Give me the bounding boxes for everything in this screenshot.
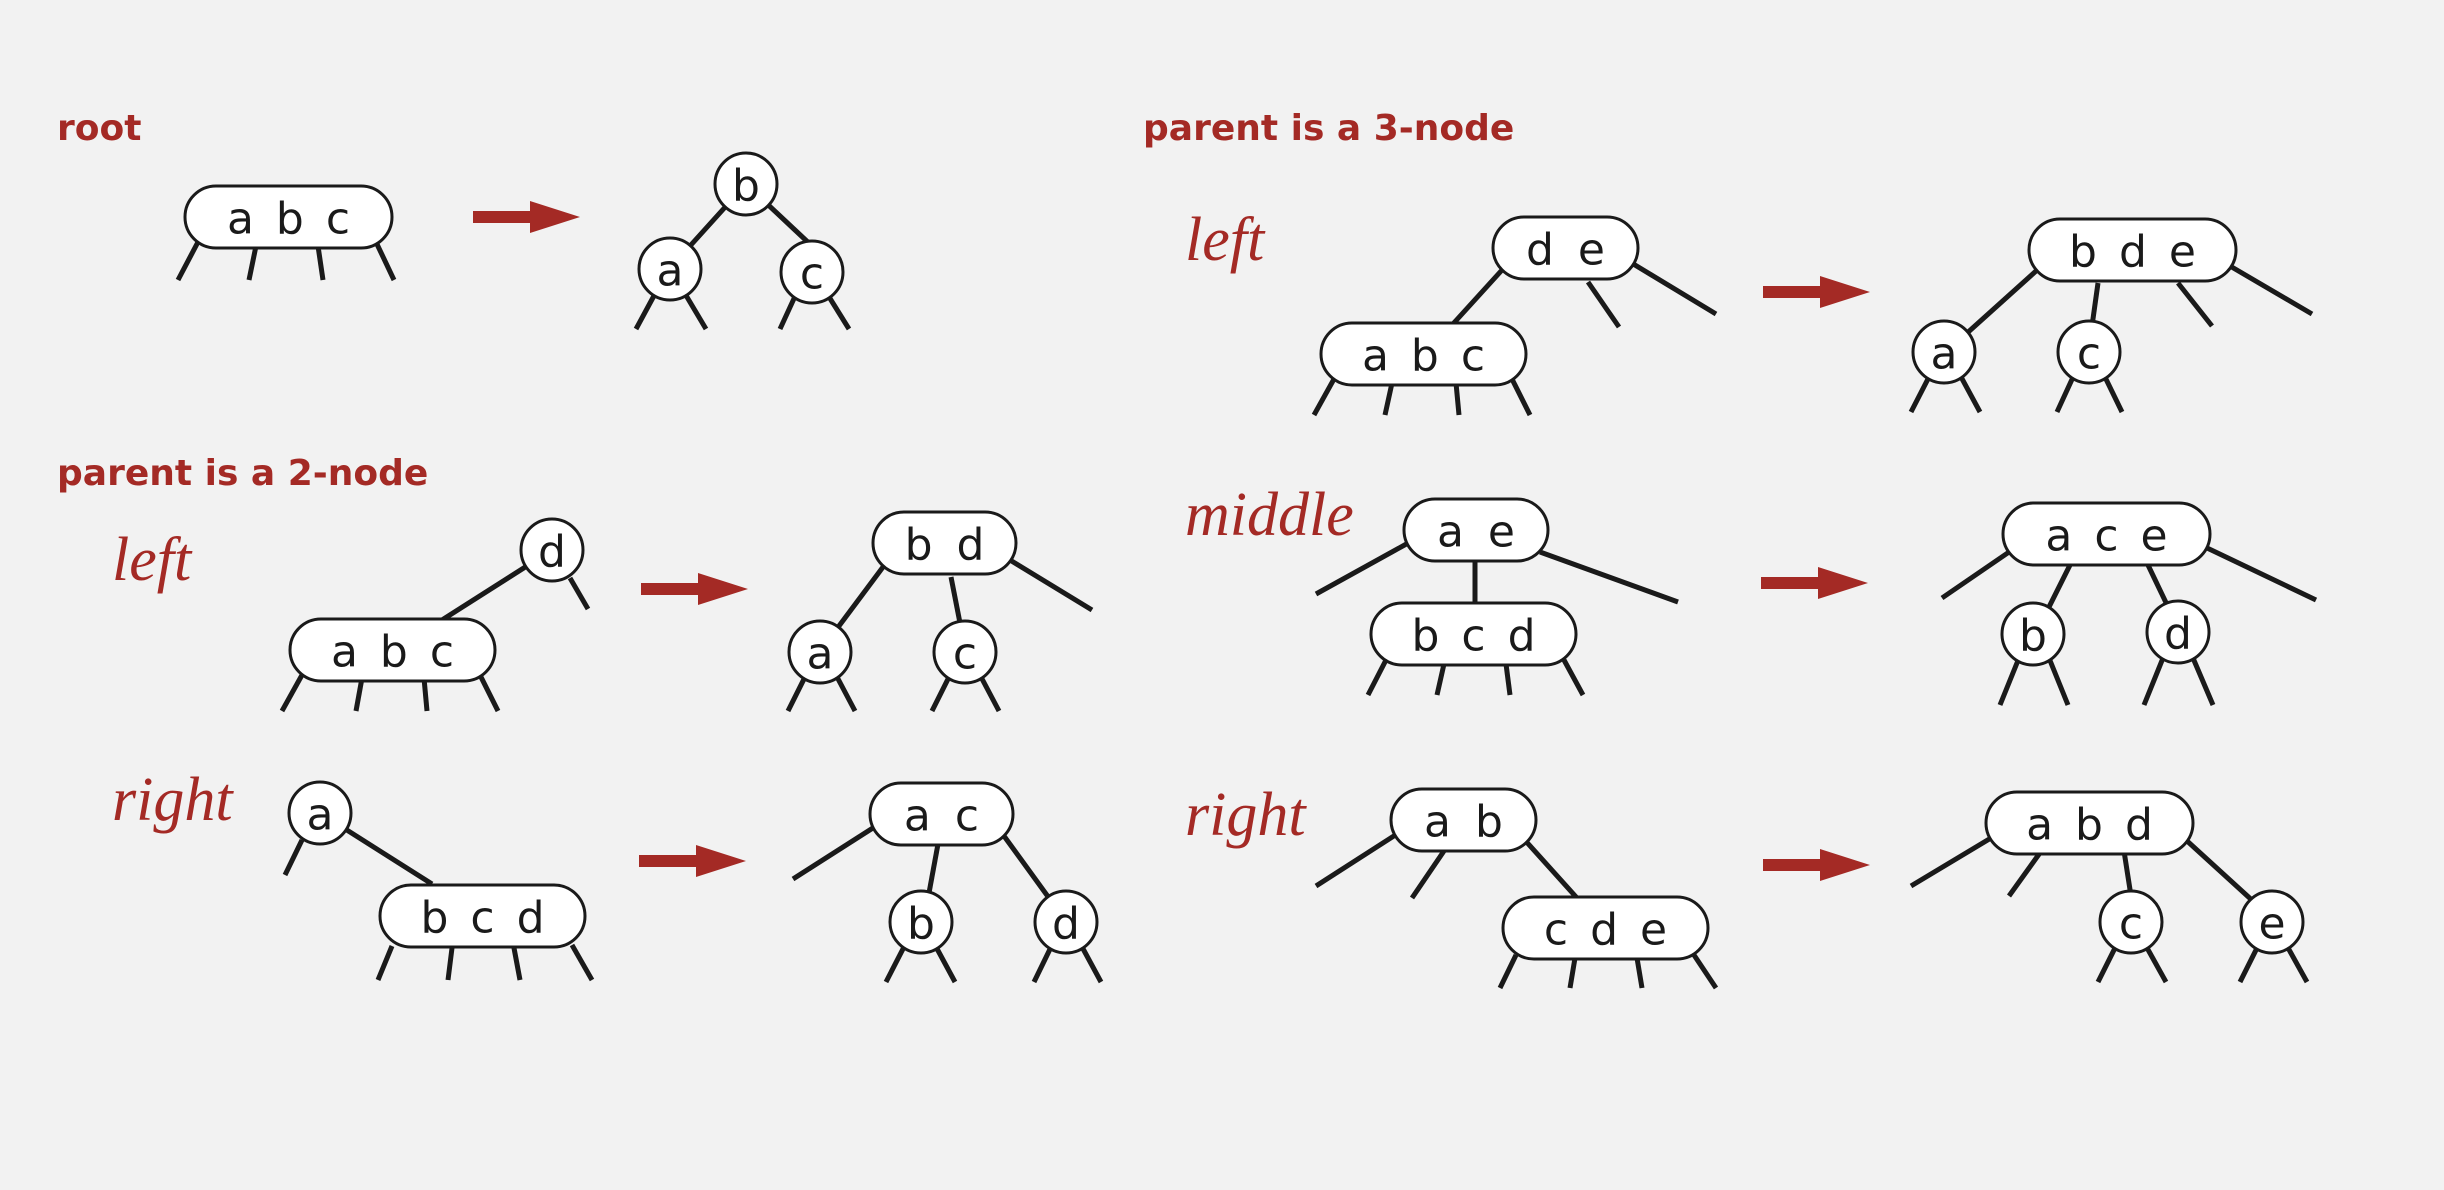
node-key: c: [953, 629, 977, 680]
tree-node-e: [2239, 889, 2305, 955]
tree-links: [1908, 263, 2314, 414]
tree-node-d: [519, 517, 585, 583]
tree-links: [1314, 829, 1719, 990]
node-key: a: [807, 629, 834, 680]
tree-node-c: [932, 619, 998, 685]
node-keys: d e: [1526, 225, 1605, 276]
node-key: b: [2019, 611, 2047, 662]
tree-links: [282, 810, 595, 982]
tree-node-b: [713, 151, 779, 217]
node-keys: c d e: [1544, 905, 1667, 956]
tree-links: [279, 547, 591, 713]
tree-node-a: [1911, 319, 1977, 385]
tree-node-3node: b d: [871, 510, 1018, 576]
tree-node-4node: a b c: [288, 617, 497, 683]
tree-links: [791, 823, 1104, 984]
arrow-root: [473, 201, 580, 233]
tree-links: [1909, 832, 2310, 984]
tree-links: [1314, 539, 1679, 697]
diagram-parent3-right-after: a b d c e: [1909, 790, 2310, 984]
case-label-parent2-right: right: [112, 766, 234, 834]
diagram-root-after: b a c: [633, 151, 852, 331]
tree-node-b: [888, 889, 954, 955]
tree-links: [1940, 544, 2318, 706]
node-key: a: [657, 246, 684, 297]
tree-node-3node: d e: [1491, 215, 1640, 281]
tree-node-a: [637, 236, 703, 302]
tree-node-4node: b c d: [1369, 601, 1578, 667]
node-key: d: [1052, 899, 1080, 950]
tree-node-b: [2000, 601, 2066, 667]
tree-node-c: [2098, 889, 2164, 955]
tree-node-a: [287, 780, 353, 846]
node-keys: a b d: [2026, 800, 2153, 851]
node-key: b: [732, 161, 760, 212]
section-title-parent-2-node: parent is a 2-node: [57, 453, 428, 494]
node-keys: a b: [1424, 797, 1503, 848]
node-key: c: [2119, 899, 2143, 950]
tree-node-4node: a b d: [1984, 790, 2195, 856]
tree-node-4node: a b c: [1319, 321, 1528, 387]
arrow-parent2-left: [641, 573, 748, 605]
tree-node-4node: b c d: [378, 883, 587, 949]
tree-links: [1311, 259, 1718, 417]
arrow-parent3-middle: [1761, 567, 1868, 599]
node-keys: b d: [905, 520, 985, 571]
tree-links: [175, 240, 397, 282]
tree-node-a: [787, 619, 853, 685]
tree-links: [785, 557, 1094, 713]
arrow-parent3-right: [1763, 849, 1870, 881]
node-keys: a c: [904, 791, 979, 842]
case-label-parent2-left: left: [112, 526, 193, 594]
case-label-parent3-right: right: [1185, 781, 1307, 849]
tree-node-c: [779, 239, 845, 305]
section-title-root: root: [57, 108, 141, 149]
tree-node-c: [2056, 319, 2122, 385]
node-keys: a b c: [1362, 331, 1485, 382]
tree-node-4node: c d e: [1501, 895, 1710, 961]
diagram-parent3-middle-before: a e b c d: [1314, 497, 1679, 697]
tree-node-4node: b d e: [2027, 217, 2238, 283]
node-key: c: [2077, 329, 2101, 380]
node-key: a: [1931, 329, 1958, 380]
node-key: e: [2258, 899, 2285, 950]
tree-node-d: [2145, 599, 2211, 665]
node-keys: a b c: [227, 194, 350, 245]
diagram-parent2-right-after: a c b d: [791, 781, 1104, 984]
node-keys: a e: [1437, 507, 1515, 558]
tree-node-d: [1033, 889, 1099, 955]
section-title-parent-3-node: parent is a 3-node: [1143, 108, 1514, 149]
node-keys: b c d: [1411, 611, 1535, 662]
tree-node-3node: a c: [868, 781, 1015, 847]
diagram-parent3-left-after: b d e a c: [1908, 217, 2314, 414]
node-key: d: [2164, 609, 2192, 660]
diagram-parent3-middle-after: a c e b d: [1940, 501, 2318, 706]
diagram-parent2-left-before: d a b c: [279, 517, 591, 713]
node-keys: a b c: [331, 627, 454, 678]
arrow-parent2-right: [639, 845, 746, 877]
case-label-parent3-middle: middle: [1185, 481, 1354, 549]
diagram-parent3-left-before: d e a b c: [1311, 215, 1718, 417]
node-key: d: [538, 527, 566, 578]
node-key: c: [800, 249, 824, 300]
arrow-parent3-left: [1763, 276, 1870, 308]
diagram-root-before: a b c: [175, 184, 397, 282]
diagram-parent2-right-before: a b c d: [282, 780, 595, 982]
node-key: a: [307, 790, 334, 841]
node-keys: a c e: [2045, 511, 2167, 562]
diagram-parent2-left-after: b d a c: [785, 510, 1094, 713]
tree-node-3node: a e: [1402, 497, 1550, 563]
case-label-parent3-left: left: [1185, 206, 1266, 274]
node-keys: b c d: [420, 893, 544, 944]
diagram-parent3-right-before: a b c d e: [1314, 787, 1719, 990]
node-keys: b d e: [2069, 227, 2196, 278]
tree-node-4node: a b c: [183, 184, 394, 250]
node-key: b: [907, 899, 935, 950]
tree-node-3node: a b: [1389, 787, 1538, 853]
tree-node-4node: a c e: [2001, 501, 2212, 567]
